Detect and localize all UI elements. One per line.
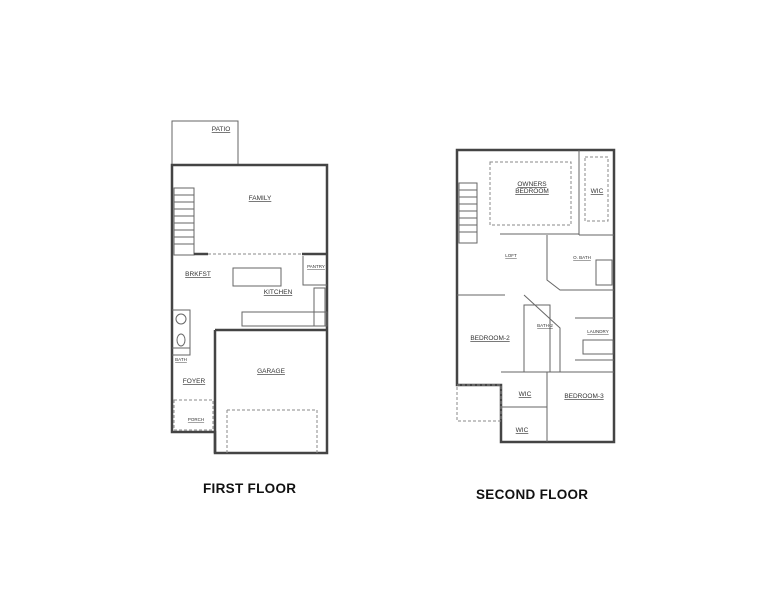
label-bath: BATH xyxy=(175,357,187,362)
pantry-wall xyxy=(302,256,327,286)
wic-walls xyxy=(501,371,614,442)
bath-laundry-walls xyxy=(523,304,614,373)
label-garage: GARAGE xyxy=(257,368,285,375)
label-owners: OWNERS xyxy=(517,181,547,188)
label-o-bath: O. BATH xyxy=(573,255,591,260)
kitchen-counter xyxy=(241,311,328,327)
wic-owner-outline xyxy=(584,156,609,222)
first-floor-caption: FIRST FLOOR xyxy=(203,481,297,496)
label-brkfst: BRKFST xyxy=(185,271,211,278)
label-patio: PATIO xyxy=(212,126,231,133)
powder-room xyxy=(172,309,191,356)
label-porch: PORCH xyxy=(188,417,204,422)
label-wic-3: WIC xyxy=(516,427,529,434)
label-family: FAMILY xyxy=(249,195,272,202)
interior-walls xyxy=(457,235,614,372)
label-wic-2: WIC xyxy=(519,391,532,398)
label-bath-2: BATH-2 xyxy=(537,323,553,328)
porch-outline xyxy=(173,399,214,431)
owners-tray-ceiling xyxy=(489,161,572,226)
toilet-icon xyxy=(176,333,186,347)
first-floor-plan: PATIO FAMILY BRKFST PANTRY KITCHEN BATH … xyxy=(170,120,329,455)
second-floor-plan: OWNERS BEDROOM WIC LOFT O. BATH BATH-2 L… xyxy=(455,148,616,444)
washer-dryer xyxy=(582,339,614,355)
stairs xyxy=(173,187,195,256)
owners-walls xyxy=(500,150,614,236)
side-counter xyxy=(313,287,326,327)
label-laundry: LAUNDRY xyxy=(587,329,608,334)
garage-door xyxy=(226,409,318,453)
label-kitchen: KITCHEN xyxy=(264,289,293,296)
label-wic-owner: WIC xyxy=(591,188,604,195)
label-pantry: PANTRY xyxy=(307,264,325,269)
label-foyer: FOYER xyxy=(183,378,206,385)
shower xyxy=(595,259,613,286)
label-owners-bedroom: BEDROOM xyxy=(515,188,549,195)
stairs-2 xyxy=(458,182,478,244)
label-loft: LOFT xyxy=(505,253,517,258)
kitchen-island xyxy=(232,267,282,287)
stair-treads-2 xyxy=(459,189,477,233)
lower-roof-outline xyxy=(456,384,502,422)
label-bedroom-2: BEDROOM-2 xyxy=(470,335,510,342)
label-bedroom-3: BEDROOM-3 xyxy=(564,393,604,400)
stair-treads xyxy=(174,194,194,245)
second-floor-caption: SECOND FLOOR xyxy=(476,487,589,502)
sink-icon xyxy=(175,313,187,325)
